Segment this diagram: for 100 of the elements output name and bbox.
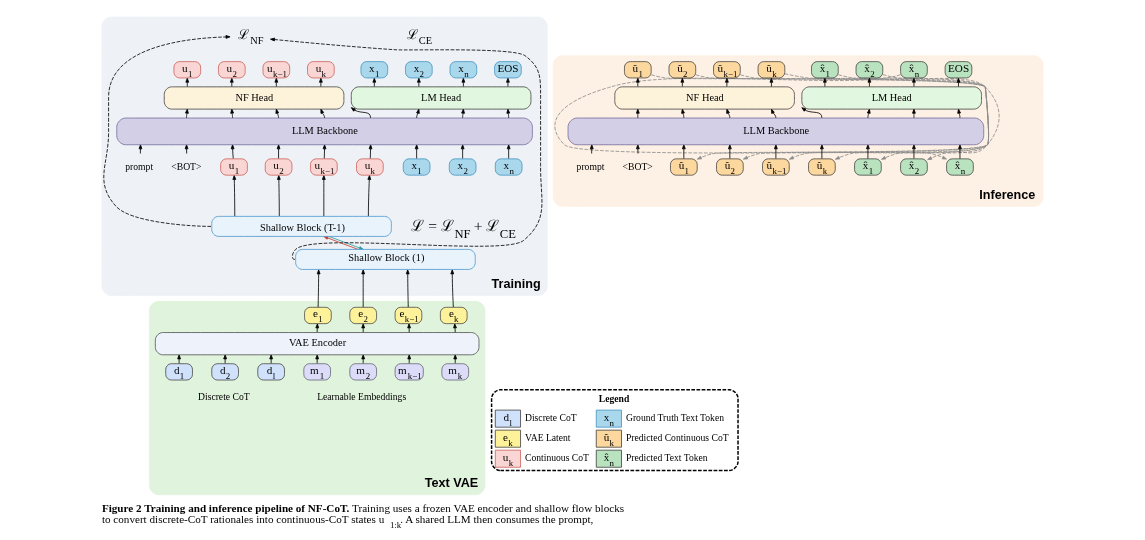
node-box: m$_{1}$: [303, 363, 331, 381]
node-box: m$_{k−1}$: [394, 363, 424, 381]
label: x$_{n}$: [603, 410, 615, 428]
node-box: u$_{1}$: [220, 158, 248, 176]
arrow: [275, 108, 280, 119]
node-box: m$_{k}$: [441, 363, 469, 381]
arrow: [771, 108, 777, 119]
arrow: [636, 144, 640, 154]
arrow: [912, 77, 916, 88]
label: d$_{l}$: [503, 410, 512, 428]
node-box: x̂$_{n}$: [900, 61, 928, 79]
node-box: x̂$_{n}$: [946, 158, 974, 176]
arrow: [322, 144, 327, 160]
arrow: [866, 144, 870, 160]
label: Discrete CoT: [198, 391, 250, 403]
node-box: m$_{2}$: [349, 363, 377, 381]
legend-label: Predicted Text Token: [625, 452, 708, 464]
node-box: EOS: [944, 61, 973, 79]
arrow: [882, 74, 1000, 161]
arrow: [740, 74, 989, 160]
node-box: x$_{2}$: [405, 61, 433, 79]
arrow: [801, 107, 823, 119]
node-box: d$_{l}$: [257, 363, 285, 381]
arrow: [554, 74, 947, 160]
label: Learnable Embeddings: [317, 391, 407, 403]
arrow: [414, 144, 419, 160]
arrow: [417, 77, 421, 88]
node-box: x̂$_{1}$: [811, 61, 839, 79]
node-box: u$_{k−1}$: [262, 61, 291, 79]
node-box: u$_{2}$: [218, 61, 246, 79]
arrow: [838, 74, 989, 160]
node-box: ũ$_{2}$: [716, 158, 744, 176]
arrow: [316, 269, 321, 308]
arrow: [276, 144, 281, 160]
arrow: [912, 108, 916, 119]
caption: Figure 2 Training and inference pipeline of NF-CoT. Training uses a frozen VAE encoder and shallow flow blocks to convert discrete-CoT rationales into continuous-CoT states u$_{1:k}$. A shared LLM then consumes the prompt,: [101, 501, 625, 530]
arrow: [506, 144, 511, 160]
node-box: e$_{k}$: [440, 306, 468, 324]
node-box: x̂$_{1}$: [854, 158, 882, 176]
arrow: [774, 144, 778, 160]
arrow: [866, 108, 871, 119]
node-box: x̂$_{2}$: [855, 61, 884, 79]
node-box: e$_{1}$: [304, 306, 332, 324]
arrow: [823, 77, 827, 88]
node-text: prompt: [125, 160, 154, 172]
node-box: EOS: [494, 61, 522, 79]
arrow: [320, 108, 325, 119]
arrow: [460, 144, 465, 160]
arrow: [407, 323, 411, 333]
arrow: [232, 175, 237, 218]
label: ℒ$_{CE}$: [406, 26, 433, 47]
node-box: ũ$_{1}$: [624, 61, 652, 79]
arrow: [589, 144, 594, 154]
arrow: [405, 269, 410, 308]
arrow: [820, 144, 824, 160]
arrow: [367, 175, 372, 218]
node-text: <BOT>: [171, 160, 202, 172]
label: ℒ = ℒ$_{NF}$ + ℒ$_{CE}$: [411, 216, 516, 241]
label: ũ$_{k}$: [603, 430, 615, 448]
node-box: ũ$_{k}$: [808, 158, 836, 176]
arrow: [450, 269, 455, 308]
node-box: ũ$_{k}$: [757, 61, 786, 79]
arrow: [322, 175, 326, 218]
node-box: e$_{2}$: [349, 306, 377, 324]
arrow: [784, 73, 989, 160]
arrow: [682, 144, 686, 160]
arrow: [728, 144, 732, 160]
arrow: [184, 144, 189, 154]
node-box: x̂$_{2}$: [900, 158, 928, 176]
arrow: [361, 269, 366, 308]
node-box: d$_{1}$: [165, 363, 193, 381]
label: x̂$_{n}$: [603, 450, 615, 468]
node-box: ũ$_{k−1}$: [762, 158, 790, 176]
node-box: ũ$_{k−1}$: [713, 61, 741, 79]
legend-label: Continuous CoT: [525, 452, 589, 464]
arrow: [319, 77, 323, 88]
arrow: [506, 77, 510, 88]
node-box: x$_{2}$: [448, 158, 477, 176]
node-box: x$_{1}$: [402, 158, 431, 176]
arrow: [223, 354, 227, 364]
legend-label: VAE Latent: [525, 432, 571, 444]
arrow: [958, 144, 962, 160]
node-box: x$_{1}$: [360, 61, 389, 79]
node-box: x$_{n}$: [494, 158, 523, 176]
label: Legend: [598, 393, 630, 405]
arrow: [461, 108, 465, 119]
arrow: [277, 175, 281, 218]
node-box: u$_{k−1}$: [310, 158, 338, 176]
node-box: u$_{2}$: [264, 158, 293, 176]
node-box: ũ$_{2}$: [668, 61, 697, 79]
arrow: [315, 323, 320, 333]
arrow: [416, 108, 420, 119]
legend-label: Predicted Continuous CoT: [625, 432, 729, 444]
node-box: d$_{2}$: [211, 363, 239, 381]
node-box: ũ$_{1}$: [670, 158, 698, 176]
node-box: x$_{n}$: [449, 61, 478, 79]
node-box: u$_{k}$: [356, 158, 384, 176]
node-text: ℒ$_{NF}$: [238, 26, 264, 47]
label: u$_{k}$: [502, 450, 514, 468]
arrow: [138, 144, 143, 154]
